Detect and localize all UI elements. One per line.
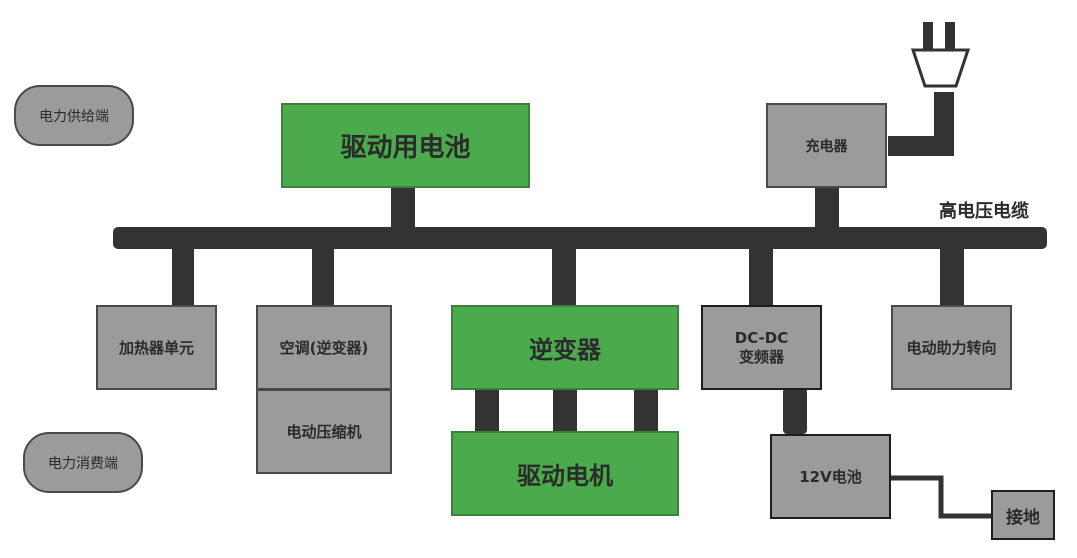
connector-bus-dcdc [749, 248, 773, 306]
inverter-box: 逆变器 [451, 305, 679, 390]
phase-connector-u [475, 389, 499, 432]
aircon-label: 空调(逆变器) [279, 339, 369, 357]
dcdc-label-line2: 变频器 [738, 347, 784, 366]
aircon-box: 空调(逆变器) [256, 305, 392, 390]
connector-bus-eps [940, 248, 964, 306]
cable-label: 高电压电缆 [939, 201, 1029, 222]
dcdc-label-line1: DC-DC [734, 328, 789, 347]
ground-label: 接地 [1006, 507, 1040, 528]
ground-wire [891, 475, 991, 519]
dcdc-label: DC-DC 变频器 [735, 329, 789, 367]
drive-motor-label: 驱动电机 [517, 462, 613, 490]
legend-consumer-end: 电力消费端 [23, 432, 143, 493]
inverter-label: 逆变器 [529, 336, 601, 364]
connector-bus-heater [172, 248, 194, 306]
connector-battery-bus [391, 186, 415, 228]
connector-dcdc-12v [783, 388, 807, 434]
battery-12v-label: 12V电池 [799, 468, 862, 486]
compressor-box: 电动压缩机 [256, 389, 392, 474]
connector-bus-inverter [552, 248, 576, 306]
phase-connector-v [553, 389, 577, 432]
eps-box: 电动助力转向 [891, 305, 1012, 390]
phase-connector-w [634, 389, 658, 432]
high-voltage-bus [113, 227, 1047, 249]
eps-label: 电动助力转向 [906, 339, 997, 357]
legend-supply-label: 电力供给端 [39, 108, 109, 125]
heater-box: 加热器单元 [96, 305, 217, 390]
charger-label: 充电器 [805, 138, 848, 155]
drive-battery-label: 驱动用电池 [340, 133, 471, 163]
heater-label: 加热器单元 [118, 339, 194, 357]
dcdc-converter-box: DC-DC 变频器 [701, 305, 822, 390]
battery-12v-box: 12V电池 [770, 434, 891, 519]
drive-motor-box: 驱动电机 [451, 431, 679, 516]
charger-box: 充电器 [766, 103, 887, 188]
legend-supply-end: 电力供给端 [14, 85, 134, 146]
drive-battery-box: 驱动用电池 [281, 103, 530, 188]
legend-consumer-label: 电力消费端 [48, 455, 118, 472]
power-plug-icon [910, 22, 971, 88]
connector-charger-bus [815, 186, 839, 228]
compressor-label: 电动压缩机 [286, 423, 362, 441]
ground-box: 接地 [991, 490, 1055, 540]
charger-cable [888, 92, 954, 156]
connector-bus-aircon [312, 248, 334, 306]
